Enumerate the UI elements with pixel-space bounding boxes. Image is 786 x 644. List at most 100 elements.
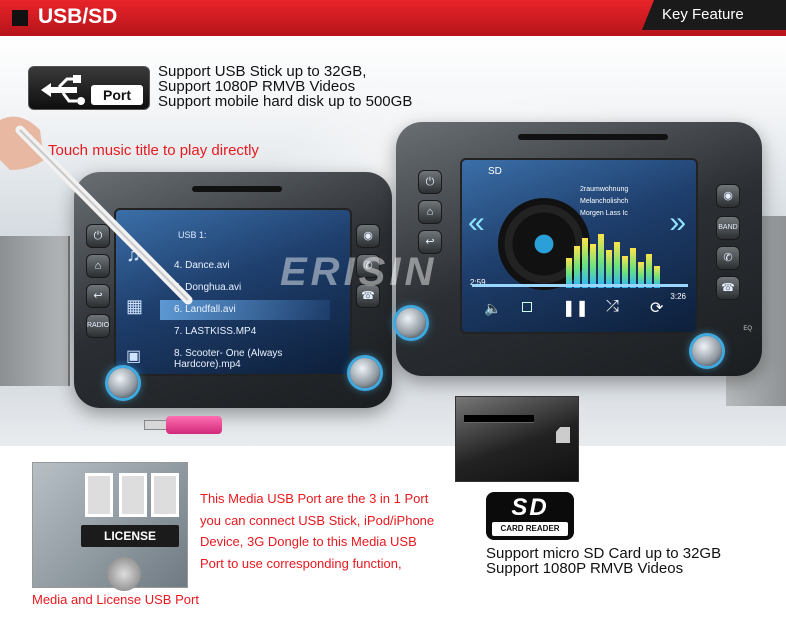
volume-icon[interactable]: 🔈 (484, 300, 502, 316)
usb-support-line: Support USB Stick up to 32GB, (158, 63, 367, 80)
card-reader-label: CARD READER (492, 522, 568, 536)
track-list: 2raumwohnung Melancholishch Morgen Lass … (580, 184, 628, 220)
sd-support-text: Support micro SD Card up to 32GB Support… (486, 546, 721, 576)
selected-row-highlight (160, 300, 330, 320)
file-list-item[interactable]: 5. Donghua.avi (174, 282, 242, 293)
track-item[interactable]: Melancholishch (580, 198, 629, 205)
media-usb-port-photo: LICENSE (32, 462, 188, 591)
port-label: Port (91, 85, 143, 105)
cd-slot (192, 186, 282, 192)
eq-bar (598, 234, 604, 288)
port-ring (107, 557, 141, 591)
usb-stick-image (140, 414, 228, 436)
sd-support-line: Support 1080P RMVB Videos (486, 560, 684, 577)
dashboard-left-panel (0, 236, 70, 386)
equalizer-visual (566, 230, 666, 288)
power-button[interactable]: ⏻ (86, 224, 110, 248)
usb-stick-body (166, 416, 222, 434)
phone-button[interactable]: ✆ (356, 254, 380, 278)
description-line: Device, 3G Dongle to this Media USB (200, 534, 417, 549)
touch-caption: Touch music title to play directly (48, 142, 259, 159)
elapsed-time: 2:59 (470, 278, 486, 287)
usb-support-text: Support USB Stick up to 32GB, Support 10… (158, 64, 412, 109)
tune-knob[interactable] (350, 358, 380, 388)
usb-port-badge: Port (28, 66, 150, 110)
usb-support-line: Support 1080P RMVB Videos (158, 78, 356, 95)
eq-bar (622, 256, 628, 288)
track-item[interactable]: 2raumwohnung (580, 186, 629, 193)
prev-track-icon[interactable]: « (468, 206, 485, 239)
license-label: LICENSE (81, 525, 179, 547)
description-line: Port to use corresponding function, (200, 555, 402, 571)
film-icon: ▦ (126, 296, 144, 316)
nav-button[interactable]: ◉ (716, 184, 740, 208)
right-screen: SD « » 2raumwohnung Melancholishch Morge… (460, 158, 698, 334)
music-note-icon: ♫ (126, 244, 141, 266)
eq-bar (614, 242, 620, 288)
phone-button[interactable]: ✆ (716, 246, 740, 270)
description-line: This Media USB Port are the 3 in 1 Port (200, 491, 429, 506)
sd-support-line: Support micro SD Card up to 32GB (486, 545, 722, 562)
description-line: you can connect USB Stick, iPod/iPhone (200, 512, 435, 528)
usb-slot (85, 473, 113, 517)
hangup-button[interactable]: ☎ (716, 276, 740, 300)
sd-card-reader-logo: SD CARD READER (486, 492, 574, 540)
file-list-item[interactable]: 4. Dance.avi (174, 260, 230, 271)
eq-bar (566, 258, 572, 288)
volume-knob[interactable] (396, 308, 426, 338)
sd-logo-text: SD (511, 494, 549, 521)
eq-bar (590, 244, 596, 288)
back-button[interactable]: ↩ (418, 230, 442, 254)
sd-source-label: SD (488, 166, 502, 177)
usb-source-label: USB 1: (178, 230, 207, 240)
total-time: 3:26 (670, 292, 686, 301)
usb-icon (41, 75, 85, 105)
radio-button[interactable]: RADIO (86, 314, 110, 338)
brand-watermark: ERISIN (280, 250, 438, 294)
sd-slot (464, 415, 534, 423)
header-square-icon (12, 10, 28, 26)
band-button[interactable]: BAND (716, 216, 740, 240)
next-track-icon[interactable]: » (669, 206, 686, 239)
usb-plug (144, 420, 168, 430)
hangup-button[interactable]: ☎ (356, 284, 380, 308)
sd-slot-photo (455, 396, 579, 482)
home-button[interactable]: ⌂ (86, 254, 110, 278)
media-usb-description: This Media USB Port are the 3 in 1 Port … (200, 488, 470, 574)
back-button[interactable]: ↩ (86, 284, 110, 308)
file-list-item[interactable]: 7. LASTKISS.MP4 (174, 326, 257, 337)
cd-slot (518, 134, 668, 140)
usb-slot (119, 473, 147, 517)
key-feature-tab: Key Feature (642, 0, 786, 30)
eq-bar (574, 246, 580, 288)
eq-bar (582, 238, 588, 288)
eq-bar (638, 262, 644, 288)
image-icon: ▣ (126, 348, 142, 365)
eq-bar (646, 254, 652, 288)
power-button[interactable]: ⏻ (418, 170, 442, 194)
file-list-item[interactable]: 6. Landfall.avi (174, 304, 236, 315)
nav-button[interactable]: ◉ (356, 224, 380, 248)
repeat-icon[interactable]: ⟳ (650, 300, 664, 317)
tune-knob[interactable] (692, 336, 722, 366)
progress-bar[interactable] (472, 284, 688, 287)
section-title: USB/SD (38, 5, 118, 28)
left-screen: USB 1: ♫ ▦ ▣ 4. Dance.avi 5. Donghua.avi… (114, 208, 352, 376)
pause-icon[interactable]: ❚❚ (562, 300, 589, 317)
media-usb-caption: Media and License USB Port (32, 592, 199, 607)
shuffle-icon[interactable]: ⤮ (606, 298, 619, 315)
volume-knob[interactable] (108, 368, 138, 398)
track-item[interactable]: Morgen Lass Ic (580, 210, 628, 217)
sd-card-icon (556, 427, 570, 443)
right-head-unit: ⏻ ⌂ ↩ ◉ BAND ✆ ☎ SD « » 2raumwohnung Mel… (396, 122, 762, 376)
file-list-item[interactable]: 8. Scooter- One (Always Hardcore).mp4 (174, 348, 283, 370)
eq-bar (630, 248, 636, 288)
header-bar: USB/SD Key Feature (0, 0, 786, 36)
eq-bar (654, 266, 660, 288)
eq-label: EQ (743, 326, 752, 332)
stop-icon[interactable] (522, 302, 532, 312)
home-button[interactable]: ⌂ (418, 200, 442, 224)
eq-bar (606, 250, 612, 288)
usb-slot (151, 473, 179, 517)
usb-support-line: Support mobile hard disk up to 500GB (158, 93, 413, 110)
